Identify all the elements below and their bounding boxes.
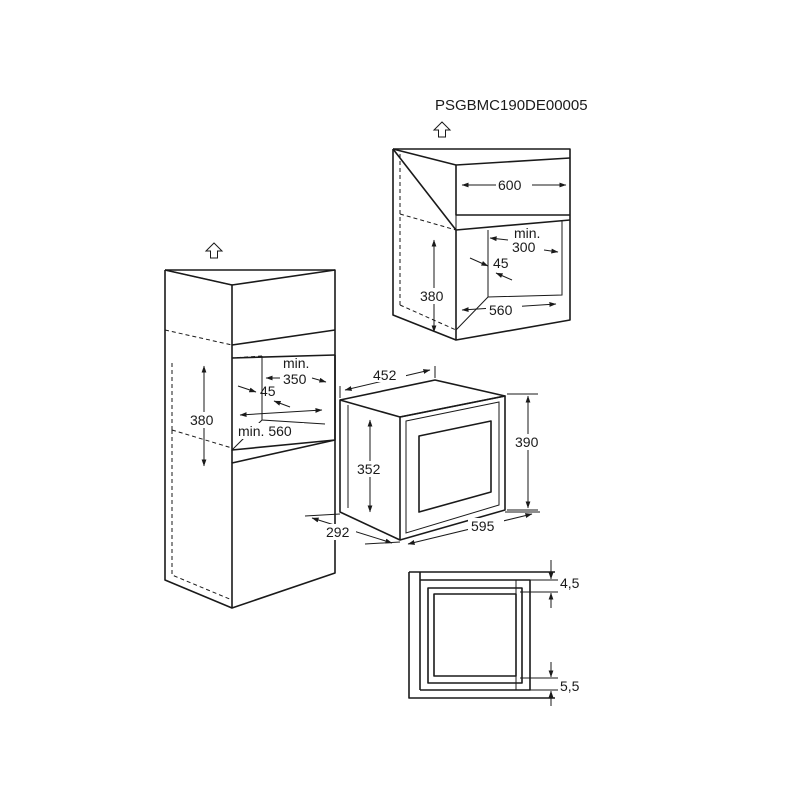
wall-cabinet-min-label: min. (514, 225, 540, 241)
wall-cabinet: 600 min. 300 45 380 560 (392, 121, 571, 341)
tall-cabinet-min-label: min. (283, 355, 309, 371)
tall-cabinet-width-label: min. 560 (238, 423, 292, 439)
wall-cabinet-gap-label: 45 (493, 255, 509, 271)
tall-cabinet-depth-label: 350 (283, 371, 307, 387)
appliance-width-label: 595 (471, 518, 495, 534)
tall-cabinet-gap-label: 45 (260, 383, 276, 399)
document-code: PSGBMC190DE00005 (435, 97, 588, 114)
wall-cabinet-width-label: 560 (489, 302, 513, 318)
microwave-appliance: 452 390 352 292 595 (304, 366, 545, 545)
detail-top-gap-label: 4,5 (560, 575, 580, 591)
appliance-depth-top-label: 452 (373, 367, 397, 383)
wall-cabinet-body (392, 148, 571, 341)
appliance-height-body-label: 352 (357, 461, 381, 477)
front-installation-detail: 4,5 5,5 (408, 560, 580, 706)
wall-cabinet-top-width-label: 600 (498, 177, 522, 193)
appliance-height-outer-label: 390 (515, 434, 539, 450)
wall-cabinet-depth-label: 300 (512, 239, 536, 255)
tall-cabinet-niche (231, 355, 336, 451)
detail-appliance-frame (420, 579, 531, 691)
wall-cabinet-height-label: 380 (420, 288, 444, 304)
tall-cabinet-height-label: 380 (190, 412, 214, 428)
up-arrow-icon (204, 242, 224, 259)
appliance-door-window (418, 420, 492, 513)
detail-bottom-gap-label: 5,5 (560, 678, 580, 694)
up-arrow-icon (432, 121, 452, 138)
tall-cabinet: 380 min. 350 45 min. 560 (164, 242, 336, 609)
appliance-depth-body-label: 292 (326, 524, 350, 540)
